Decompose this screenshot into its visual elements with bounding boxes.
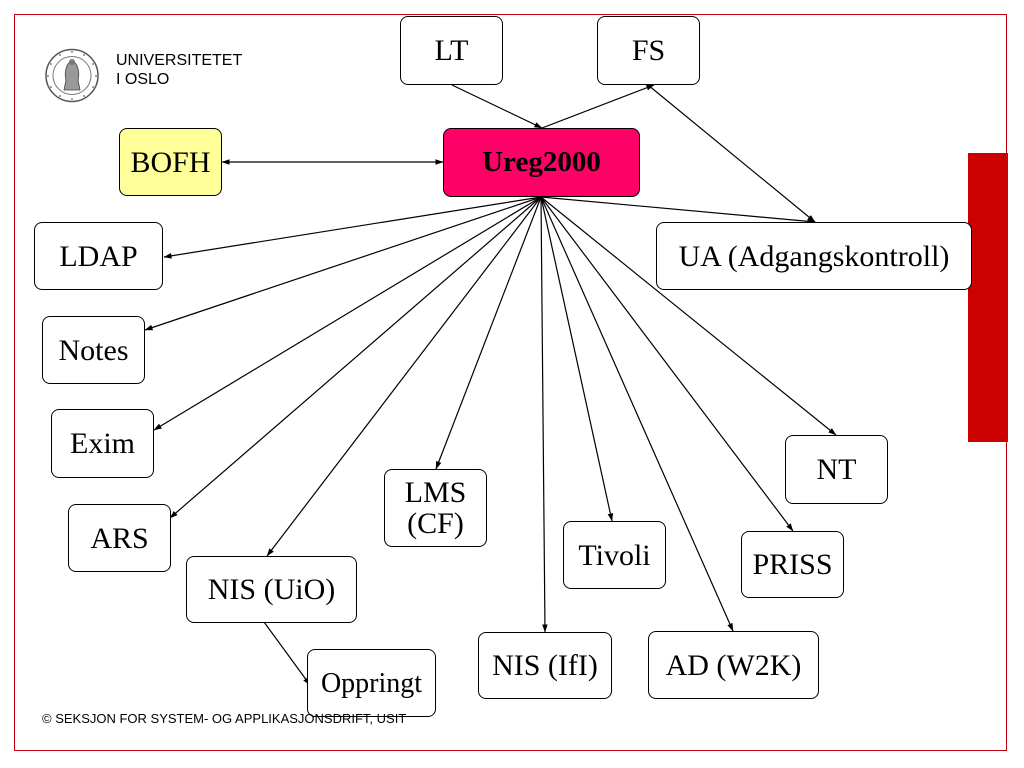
edge-nis-uio-oppringt (263, 621, 311, 686)
node-lms-cf: LMS (CF) (384, 469, 487, 547)
node-ldap: LDAP (34, 222, 163, 290)
node-nis-ifi: NIS (IfI) (478, 632, 612, 699)
edge-ureg-notes (144, 196, 542, 331)
university-seal-logo (45, 48, 99, 103)
accent-bar (968, 153, 1008, 442)
node-ua: UA (Adgangskontroll) (656, 222, 972, 290)
edge-ureg-fs (541, 84, 655, 129)
node-notes: Notes (42, 316, 145, 384)
node-fs: FS (597, 16, 700, 85)
university-name: UNIVERSITETET I OSLO (116, 51, 242, 89)
edge-ureg-nt (540, 196, 837, 436)
node-lms-line1: LMS (404, 476, 467, 509)
node-oppringt: Oppringt (307, 649, 436, 717)
node-tivoli: Tivoli (563, 521, 666, 589)
node-lms-line2: (CF) (407, 507, 464, 540)
edge-ureg-ldap (163, 196, 542, 259)
node-nis-uio: NIS (UiO) (186, 556, 357, 623)
node-ars: ARS (68, 504, 171, 572)
university-name-line1: UNIVERSITETET (116, 52, 243, 69)
edge-ureg-tivoli (540, 196, 614, 522)
node-bofh: BOFH (119, 128, 222, 196)
node-nt: NT (785, 435, 888, 504)
edge-ureg-ars (169, 196, 542, 519)
edge-ureg-ua (540, 196, 816, 225)
edge-ureg-exim (153, 196, 542, 431)
node-lt: LT (400, 16, 503, 85)
edge-lt-ureg (451, 84, 543, 129)
edge-ureg-lms (435, 196, 542, 470)
footer-copyright: © SEKSJON FOR SYSTEM- OG APPLIKASJONSDRI… (42, 711, 407, 726)
node-ad-w2k: AD (W2K) (648, 631, 819, 699)
edge-ureg-nis-uio (266, 196, 542, 557)
edge-ureg-priss (540, 196, 794, 532)
edge-ureg-ad (540, 196, 734, 632)
node-priss: PRISS (741, 531, 844, 598)
edge-ureg-nis-ifi (540, 196, 548, 633)
edge-fs-ua (647, 84, 816, 223)
node-exim: Exim (51, 409, 154, 478)
node-ureg2000: Ureg2000 (443, 128, 640, 197)
university-name-line2: I OSLO (116, 71, 170, 88)
